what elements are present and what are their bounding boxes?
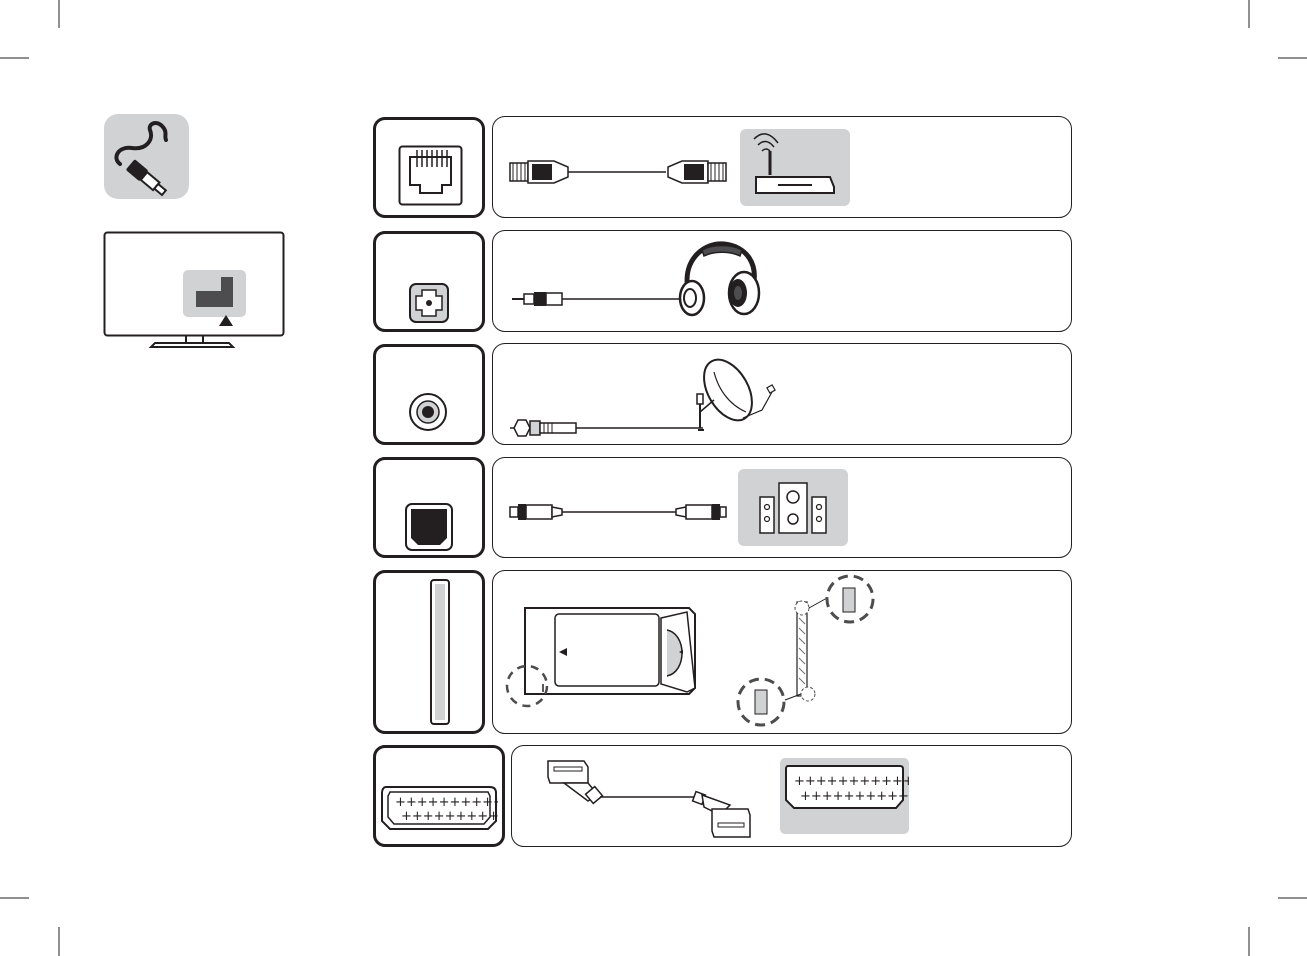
svg-text:+++++++++++: +++++++++++	[794, 774, 909, 789]
lnb-satellite-port-icon	[408, 392, 448, 432]
common-interface-slot-icon	[429, 578, 451, 726]
optical-audio-port-icon	[404, 502, 454, 552]
optical-cable-icon	[508, 498, 728, 526]
lan-rj45-port-icon	[398, 145, 463, 207]
headphone-cable-panel	[492, 230, 1072, 332]
speaker-system-icon	[738, 469, 848, 546]
headphone-jack-icon	[408, 282, 450, 324]
svg-text:+++++++++++: +++++++++++	[395, 795, 498, 810]
svg-text:++++++++++: ++++++++++	[401, 809, 498, 824]
scart-cable-icon	[544, 757, 756, 841]
wireless-router-icon	[740, 129, 850, 206]
ci-module-icon	[503, 604, 703, 708]
scart-device-port-icon: +++++++++++ ++++++++++	[780, 758, 909, 834]
scart-port-icon: +++++++++++ ++++++++++	[380, 783, 498, 833]
svg-text:++++++++++: ++++++++++	[800, 789, 909, 804]
cable-connection-icon	[104, 114, 189, 199]
tv-rear-connector-location-icon	[103, 231, 287, 351]
satellite-dish-icon	[688, 352, 780, 438]
headphone-cable-icon	[510, 288, 685, 310]
headphones-icon	[676, 238, 764, 318]
ethernet-cable-icon	[508, 155, 733, 189]
coaxial-f-cable-icon	[508, 414, 708, 442]
smart-card-icon	[735, 572, 880, 728]
